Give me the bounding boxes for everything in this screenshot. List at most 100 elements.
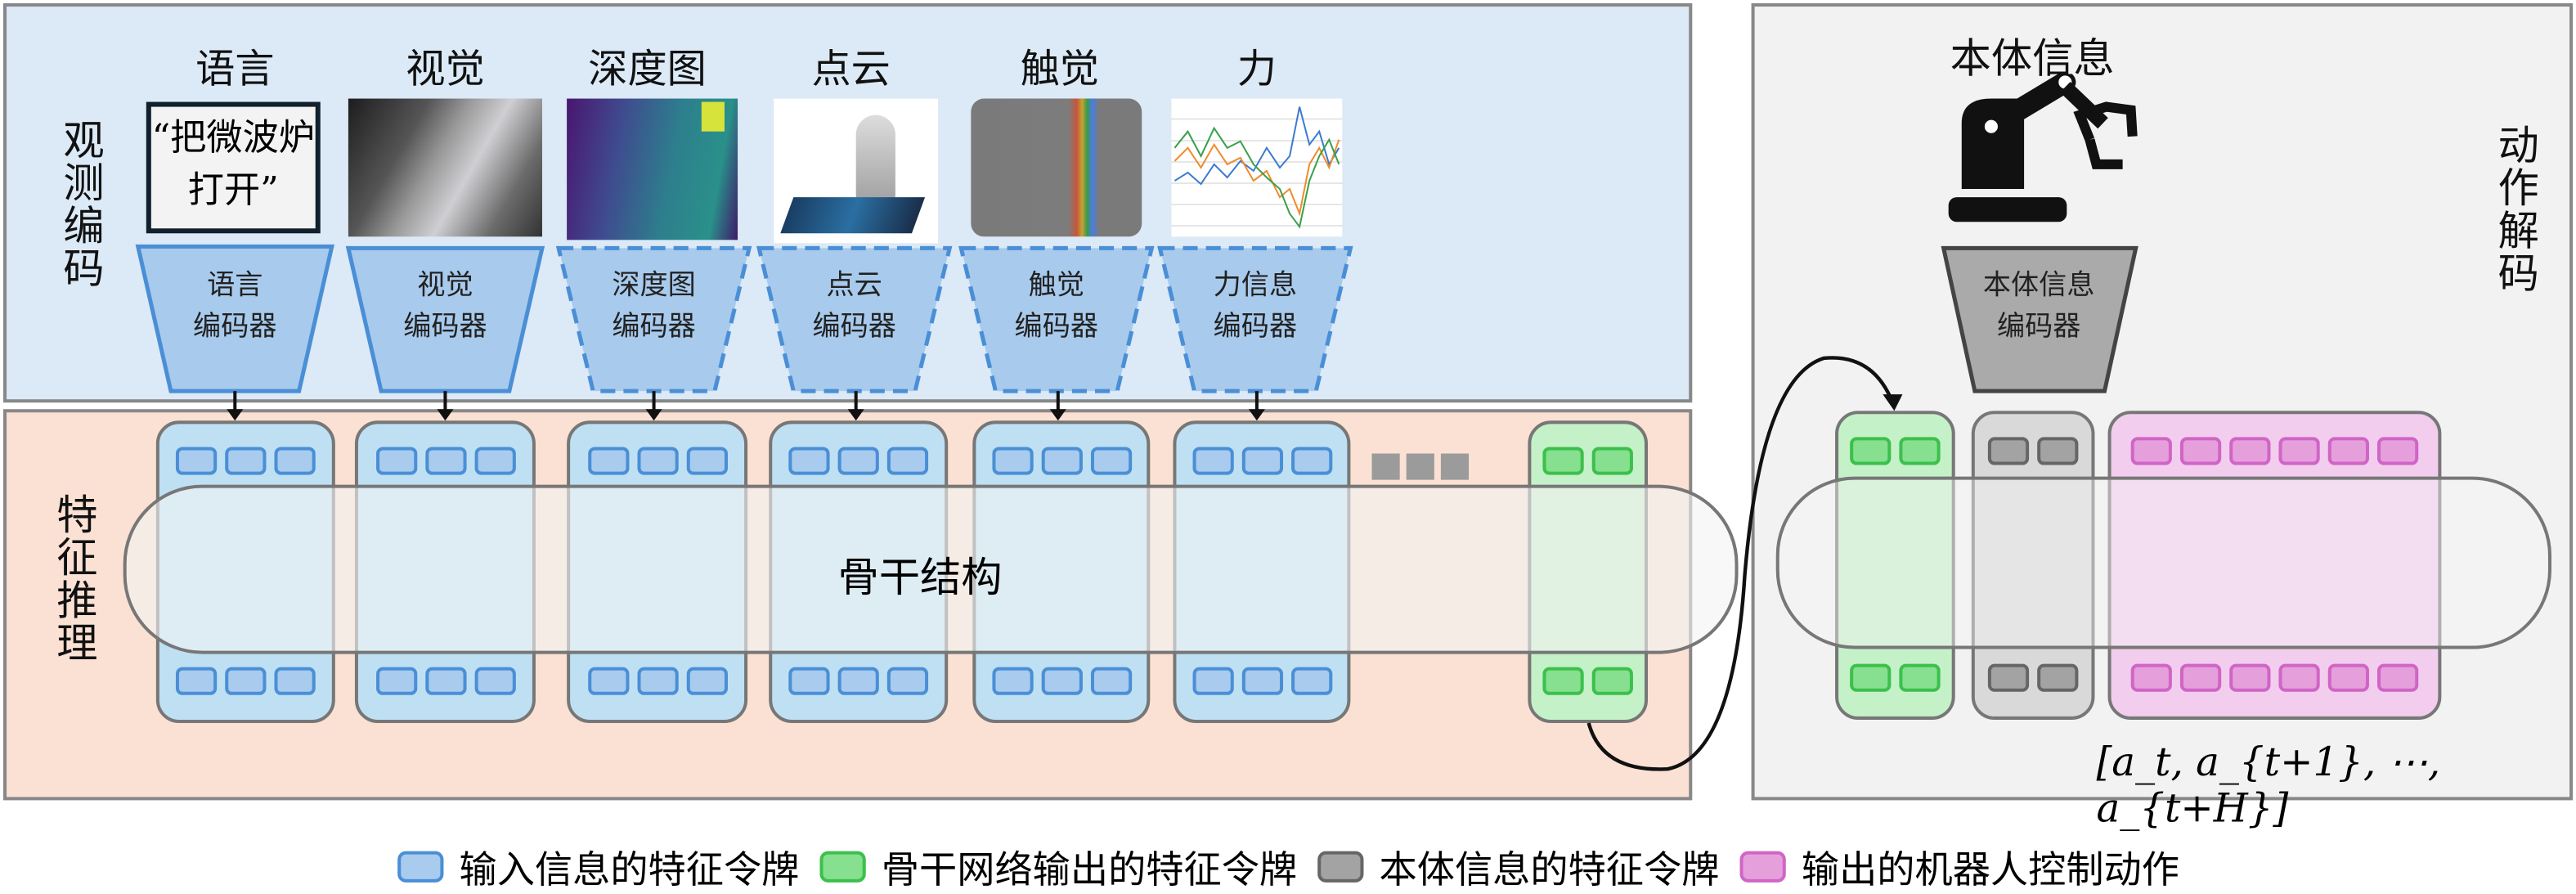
feature-token [274, 447, 316, 475]
feature-token [2327, 437, 2369, 465]
feature-token [1192, 667, 1233, 695]
modality-title-force: 力 [1236, 46, 1277, 92]
arrow-down-icon [227, 391, 244, 421]
backbone-label: 骨干结构 [837, 554, 1003, 602]
feature-token [991, 447, 1033, 475]
point-cloud-image [774, 98, 939, 244]
ellipsis-token [1440, 453, 1470, 480]
feature-token [375, 667, 417, 695]
backbone-structure [123, 484, 1739, 654]
feature-token [1290, 447, 1332, 475]
ellipsis-token [1371, 453, 1400, 480]
feature-token [991, 667, 1033, 695]
depth-encoder: 深度图编码器 [612, 269, 696, 344]
feature-token [375, 447, 417, 475]
feature-token [473, 667, 515, 695]
feature-token [1290, 667, 1332, 695]
feature-token [1241, 447, 1283, 475]
feature-token [1241, 667, 1283, 695]
vision-encoder-shape [345, 245, 545, 393]
feature-token [886, 667, 929, 695]
feature-token [1899, 437, 1941, 465]
feature-token [2278, 437, 2320, 465]
feature-token [2037, 663, 2079, 692]
proprio-title: 本体信息 [1950, 34, 2115, 83]
feature-token [424, 447, 466, 475]
feature-token [1040, 667, 1082, 695]
encoder-trapezoids [135, 244, 2138, 393]
feature-token [175, 447, 218, 475]
feature-token [2179, 437, 2222, 465]
legend: 输入信息的特征令牌 骨干网络输出的特征令牌 本体信息的特征令牌 输出的机器人控制… [0, 838, 2576, 894]
feature-token [1192, 447, 1233, 475]
modality-title-language: 语言 [195, 46, 275, 92]
feature-token [225, 667, 267, 695]
proprio-encoder-shape [1941, 245, 2138, 393]
modality-title-tactile: 触觉 [1020, 46, 1100, 92]
feature-token [2377, 663, 2419, 692]
feature-token [2229, 437, 2271, 465]
feature-token [636, 447, 678, 475]
feature-token [685, 667, 727, 695]
feature-token [2179, 663, 2222, 692]
action-section-label: 动作解码 [2492, 123, 2540, 294]
feature-token [1542, 447, 1584, 475]
feature-token [587, 447, 629, 475]
tactile-image [971, 98, 1142, 237]
modality-title-vision: 视觉 [406, 46, 485, 92]
modality-title-pointcloud: 点云 [811, 46, 891, 92]
tactile-encoder-shape [958, 245, 1155, 393]
feature-token [2327, 663, 2369, 692]
legend-input-tokens: 输入信息的特征令牌 [397, 838, 799, 894]
feature-token [837, 667, 879, 695]
feature-token [2130, 437, 2172, 465]
legend-action-tokens: 输出的机器人控制动作 [1739, 838, 2179, 894]
ellipsis-token [1406, 453, 1434, 480]
language-encoder: 语言编码器 [193, 269, 277, 344]
arrow-down-icon [1049, 391, 1066, 421]
observation-section-label: 观测编码 [57, 118, 105, 290]
feature-token [225, 447, 267, 475]
feature-token [1542, 667, 1584, 695]
feature-token [788, 447, 830, 475]
feature-token [1591, 667, 1633, 695]
feature-token [473, 447, 515, 475]
feature-token [1040, 447, 1082, 475]
pointcloud-encoder: 点云编码器 [812, 269, 896, 344]
feature-token [274, 667, 316, 695]
reasoning-section-label: 特征推理 [51, 492, 99, 664]
arrow-down-icon [437, 391, 454, 421]
robot-arm-icon [1948, 74, 2138, 222]
feature-token [1899, 663, 1941, 692]
force-plot-image [1171, 98, 1343, 237]
feature-token [1089, 447, 1132, 475]
feature-token [1850, 437, 1892, 465]
language-instruction-card: “把微波炉打开” [146, 101, 321, 234]
action-sequence-label: [a_t, a_{t+1}, ⋯, a_{t+H}] [2096, 739, 2441, 832]
action-token-group [2107, 411, 2442, 720]
feature-token [587, 667, 629, 695]
feature-token [2377, 437, 2419, 465]
feature-token [636, 667, 678, 695]
feature-token [1987, 663, 2030, 692]
arrow-down-icon [645, 391, 662, 421]
feature-token [685, 447, 727, 475]
pointcloud-encoder-shape [756, 245, 953, 393]
arrow-down-icon [847, 391, 864, 421]
feature-token [424, 667, 466, 695]
feature-token [1987, 437, 2030, 465]
arrow-down-icon [1248, 391, 1265, 421]
language-instruction-text: “把微波炉打开” [151, 118, 315, 213]
feature-token [1089, 667, 1132, 695]
feature-token [1850, 663, 1892, 692]
vision-encoder: 视觉编码器 [403, 269, 487, 344]
feature-token [2037, 437, 2079, 465]
legend-backbone-output-tokens: 骨干网络输出的特征令牌 [819, 838, 1297, 894]
force-encoder: 力信息编码器 [1213, 269, 1298, 344]
feature-token [837, 447, 879, 475]
force-encoder-shape [1157, 245, 1353, 393]
proprio-token-group [1971, 411, 2095, 720]
proprio-encoder: 本体信息编码器 [1982, 269, 2095, 344]
feature-token [2229, 663, 2271, 692]
vision-image [348, 98, 542, 237]
